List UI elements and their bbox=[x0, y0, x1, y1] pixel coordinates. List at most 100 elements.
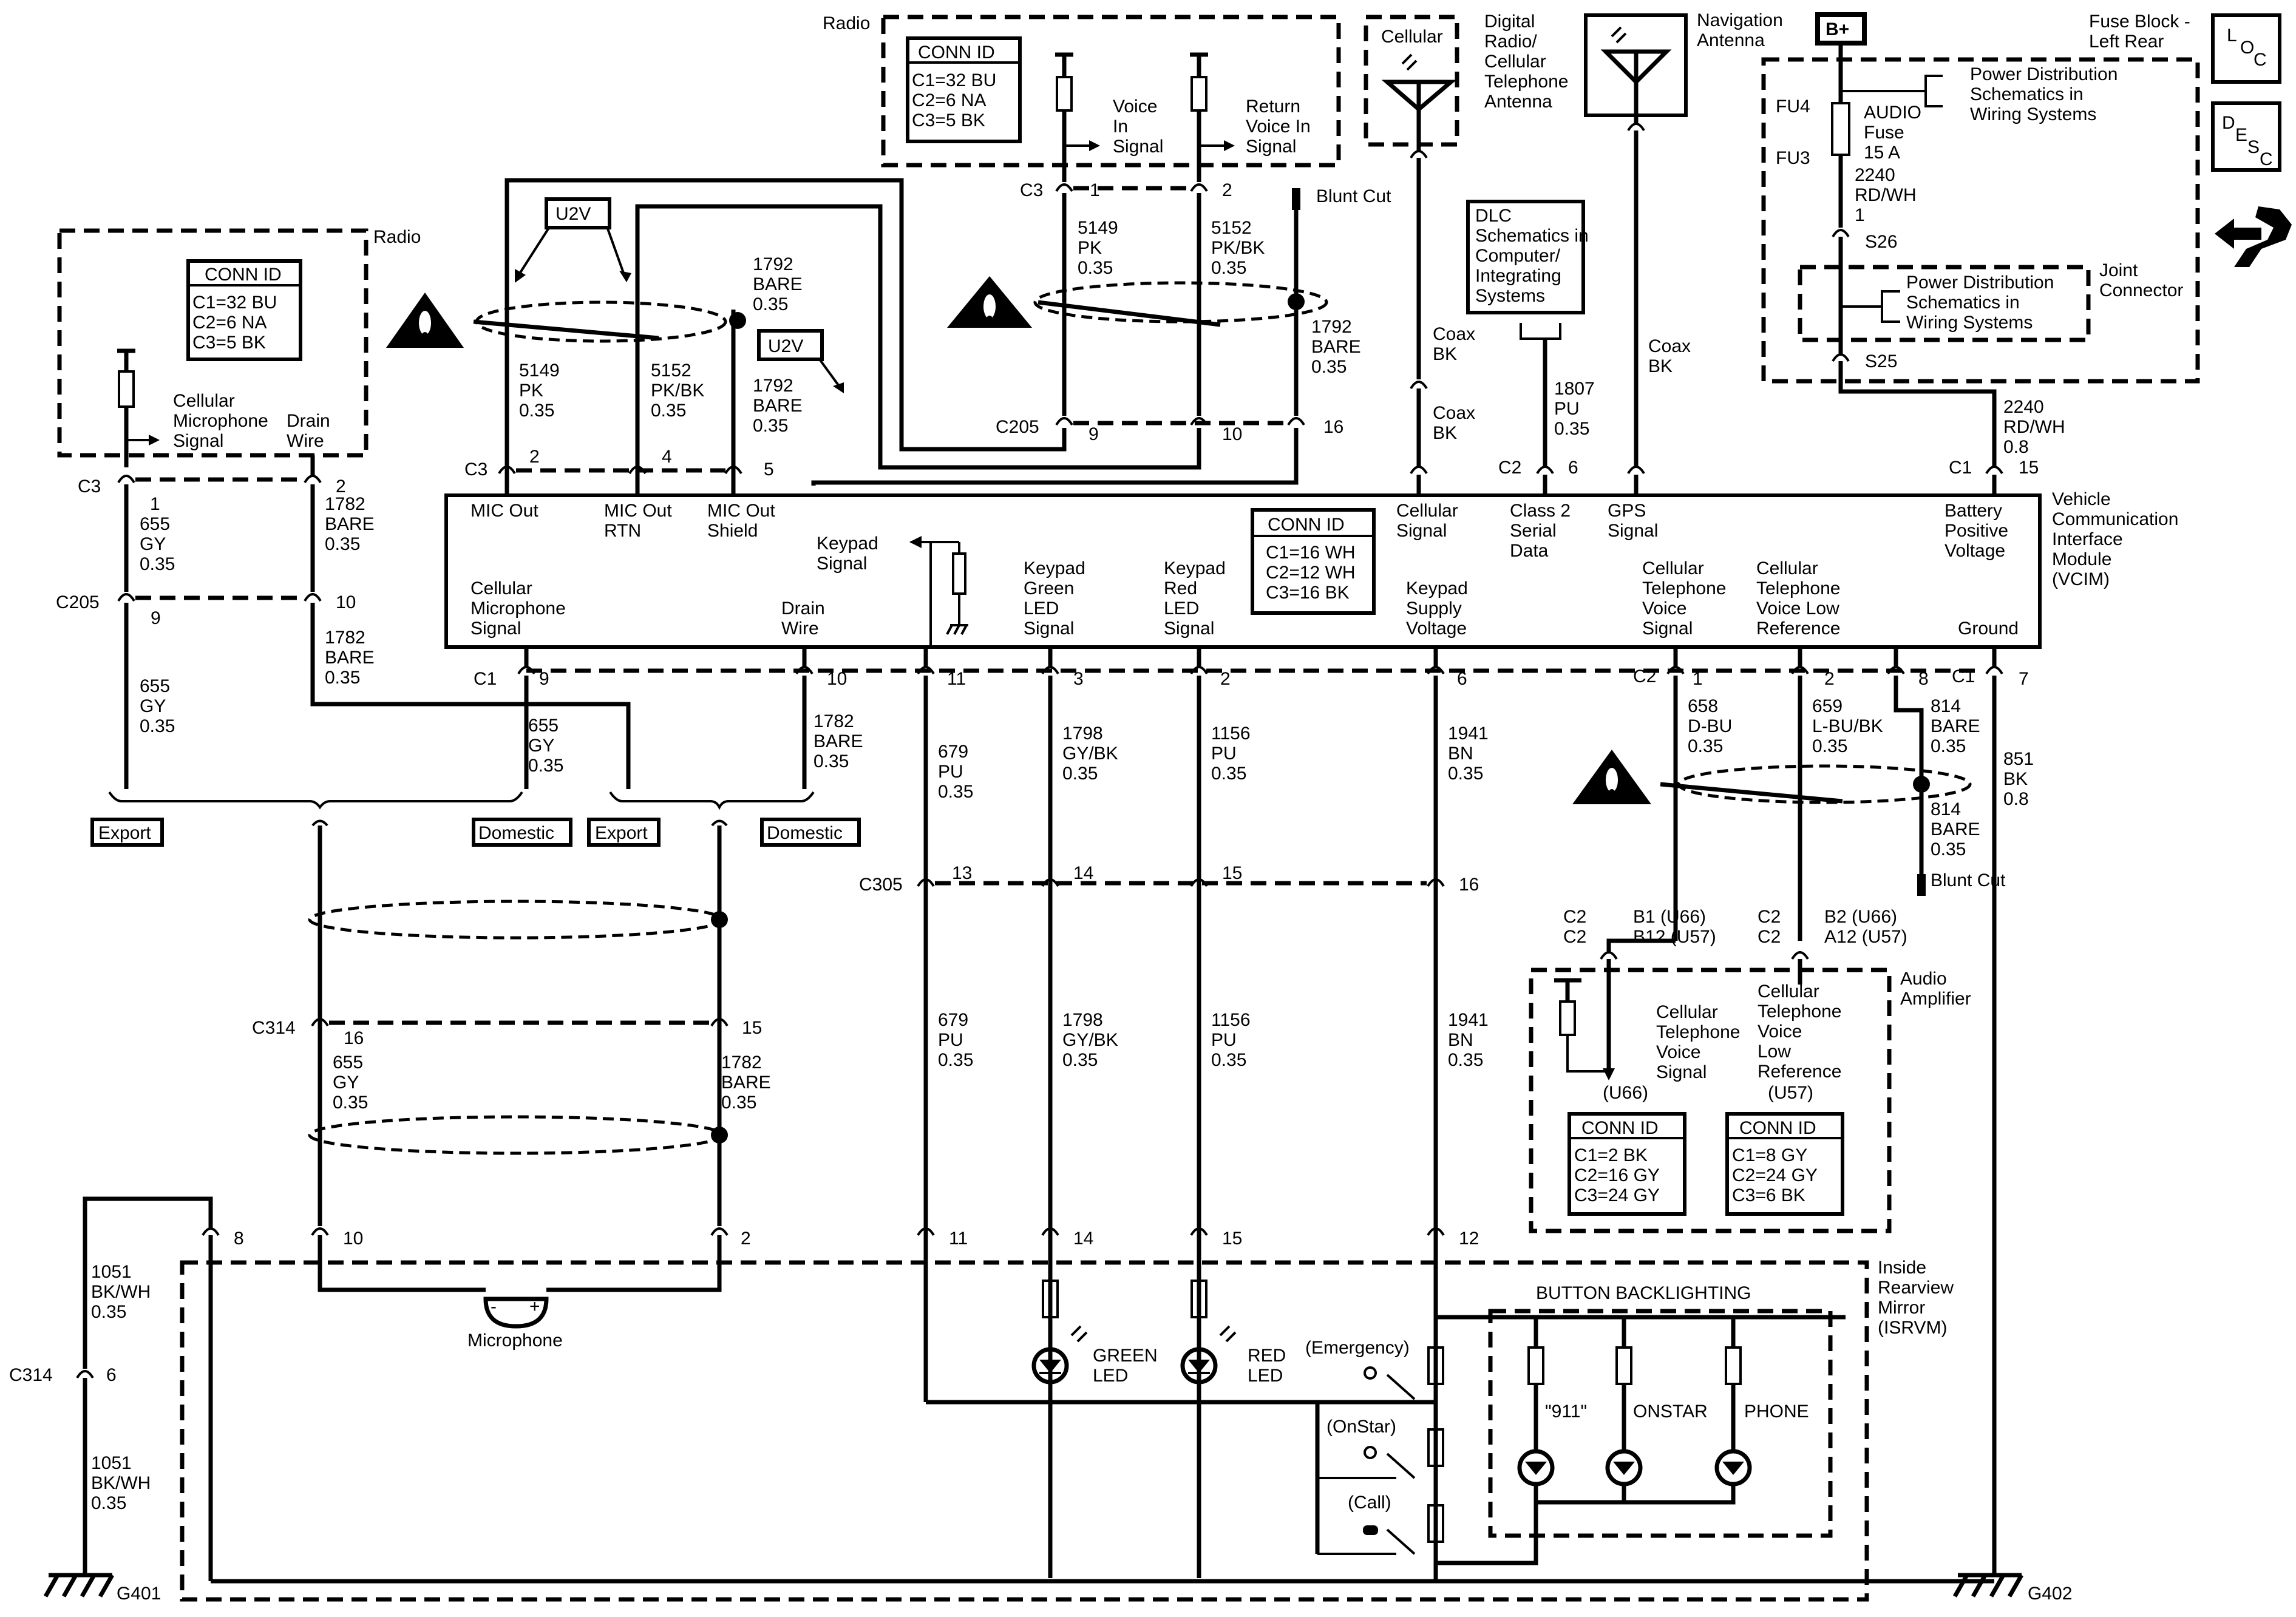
vcim-bottom-labels: Cellular Microphone Signal Drain Wire Ke… bbox=[470, 558, 2019, 639]
svg-text:6: 6 bbox=[1457, 669, 1467, 689]
svg-text:12: 12 bbox=[1459, 1229, 1479, 1249]
ground-g402: 851 BK 0.8 G402 bbox=[1952, 676, 2072, 1604]
svg-text:1941: 1941 bbox=[1448, 724, 1489, 744]
audio-amplifier: C2 C2 B1 (U66) B12 (U57) C2 C2 B2 (U66) … bbox=[1529, 907, 1971, 1233]
svg-text:C2=24 GY: C2=24 GY bbox=[1732, 1165, 1818, 1185]
svg-text:0.35: 0.35 bbox=[333, 1093, 368, 1113]
svg-text:5149: 5149 bbox=[519, 361, 560, 381]
keypad-signal: Keypad Signal bbox=[817, 534, 968, 647]
svg-text:Wiring Systems: Wiring Systems bbox=[1906, 313, 2033, 333]
c205-left-connector: C205 9 10 bbox=[56, 592, 356, 628]
svg-text:C2=6 NA: C2=6 NA bbox=[192, 313, 267, 333]
cellular-coax: Coax BK Coax BK bbox=[1410, 150, 1475, 495]
u2v-label-right: U2V bbox=[757, 329, 844, 393]
svg-text:0.35: 0.35 bbox=[753, 294, 788, 314]
svg-text:BK: BK bbox=[1648, 356, 1673, 376]
svg-text:1798: 1798 bbox=[1062, 724, 1103, 744]
svg-text:Microphone: Microphone bbox=[467, 1331, 563, 1351]
svg-text:7: 7 bbox=[2019, 669, 2029, 689]
svg-text:1782: 1782 bbox=[325, 494, 365, 514]
svg-text:9: 9 bbox=[151, 608, 161, 628]
loc-icon: L O C bbox=[2211, 13, 2281, 84]
svg-text:Green: Green bbox=[1024, 578, 1074, 598]
cellular-antenna-box bbox=[1364, 15, 1459, 147]
isrvm-box bbox=[180, 1260, 1869, 1602]
svg-text:Voltage: Voltage bbox=[1944, 541, 2005, 561]
svg-text:Module: Module bbox=[2052, 549, 2111, 569]
svg-text:Signal: Signal bbox=[1113, 137, 1163, 157]
svg-text:0.35: 0.35 bbox=[753, 416, 788, 436]
svg-text:ONSTAR: ONSTAR bbox=[1633, 1402, 1708, 1422]
desc-icon: D E S C bbox=[2211, 101, 2281, 172]
return-voice-resistor: Return Voice In Signal bbox=[1190, 52, 1311, 182]
radio-top-box bbox=[881, 15, 1341, 168]
svg-text:C2: C2 bbox=[1758, 907, 1781, 927]
svg-text:C1=8 GY: C1=8 GY bbox=[1732, 1145, 1807, 1165]
svg-text:814: 814 bbox=[1931, 696, 1961, 716]
svg-text:Class 2: Class 2 bbox=[1510, 501, 1571, 521]
svg-text:1: 1 bbox=[1693, 669, 1703, 689]
svg-text:Voice: Voice bbox=[1758, 1022, 1802, 1042]
svg-text:PK/BK: PK/BK bbox=[651, 381, 704, 401]
svg-text:Battery: Battery bbox=[1944, 501, 2002, 521]
svg-text:Wire: Wire bbox=[781, 619, 819, 639]
keypad-switches: (Emergency) (OnStar) (Call) bbox=[1305, 1235, 1846, 1555]
svg-text:Fuse Block -: Fuse Block - bbox=[2089, 12, 2190, 32]
svg-text:CONN ID: CONN ID bbox=[918, 42, 995, 63]
svg-text:C3: C3 bbox=[78, 476, 101, 497]
svg-text:2240: 2240 bbox=[2003, 397, 2044, 417]
vcim-top-wire-labels: 5149 PK 0.35 5152 PK/BK 0.35 1792 BARE 0… bbox=[519, 254, 803, 436]
svg-text:Microphone: Microphone bbox=[470, 598, 566, 619]
svg-text:BARE: BARE bbox=[1311, 337, 1361, 357]
svg-text:814: 814 bbox=[1931, 799, 1961, 819]
svg-text:RTN: RTN bbox=[604, 521, 641, 541]
svg-text:Digital: Digital bbox=[1484, 12, 1535, 32]
svg-text:Schematics in: Schematics in bbox=[1475, 226, 1589, 246]
left-wires-lower: 655 GY 0.35 1782 BARE 0.35 bbox=[124, 603, 631, 789]
svg-text:14: 14 bbox=[1073, 863, 1093, 883]
svg-text:C205: C205 bbox=[56, 592, 100, 612]
svg-text:1807: 1807 bbox=[1554, 379, 1595, 399]
svg-text:1: 1 bbox=[1855, 205, 1865, 225]
svg-text:B+: B+ bbox=[1826, 19, 1849, 39]
radio-left-title: Radio bbox=[373, 227, 421, 247]
svg-text:Data: Data bbox=[1510, 541, 1549, 561]
svg-text:CONN ID: CONN ID bbox=[1268, 515, 1345, 535]
svg-text:Signal: Signal bbox=[1656, 1062, 1707, 1082]
svg-text:Keypad: Keypad bbox=[817, 534, 878, 554]
svg-text:C3: C3 bbox=[464, 459, 487, 480]
svg-text:1051: 1051 bbox=[91, 1262, 132, 1282]
blunt-cut-top: Blunt Cut 1792 BARE 0.35 bbox=[1288, 186, 1391, 416]
svg-text:GY: GY bbox=[140, 534, 166, 554]
svg-text:GY/BK: GY/BK bbox=[1062, 744, 1118, 764]
vcim-conn-id: CONN ID C1=16 WH C2=12 WH C3=16 BK bbox=[1251, 508, 1376, 615]
svg-text:C2=6 NA: C2=6 NA bbox=[912, 90, 987, 110]
svg-text:FU3: FU3 bbox=[1776, 148, 1810, 168]
svg-text:4: 4 bbox=[662, 447, 672, 467]
svg-text:Low: Low bbox=[1758, 1042, 1791, 1062]
c2-vcim-bottom-wires: 658 D-BU 0.35 659 L-BU/BK 0.35 814 BARE … bbox=[1572, 676, 2006, 941]
svg-text:CONN ID: CONN ID bbox=[1739, 1118, 1816, 1138]
svg-text:5152: 5152 bbox=[651, 361, 691, 381]
wire-655-vcim: 655 GY 0.35 bbox=[524, 676, 628, 789]
svg-text:10: 10 bbox=[336, 592, 356, 612]
svg-text:BARE: BARE bbox=[1931, 819, 1980, 839]
svg-text:2240: 2240 bbox=[1855, 165, 1895, 185]
u2v-label-left: U2V bbox=[515, 197, 631, 283]
svg-text:0.35: 0.35 bbox=[1554, 419, 1589, 439]
svg-text:1792: 1792 bbox=[753, 376, 793, 396]
svg-text:Cellular: Cellular bbox=[1484, 52, 1546, 72]
svg-text:RD/WH: RD/WH bbox=[1855, 185, 1917, 205]
svg-text:FU4: FU4 bbox=[1776, 97, 1810, 117]
svg-text:Telephone: Telephone bbox=[1656, 1022, 1740, 1042]
svg-text:0.35: 0.35 bbox=[1211, 764, 1246, 784]
svg-text:PK: PK bbox=[519, 381, 543, 401]
svg-text:LED: LED bbox=[1248, 1366, 1283, 1386]
c3-left-connector: C3 1 2 bbox=[78, 475, 346, 514]
wire-1782-vcim: 1782 BARE 0.35 bbox=[802, 676, 863, 789]
svg-text:BARE: BARE bbox=[753, 396, 803, 416]
svg-text:8: 8 bbox=[234, 1229, 244, 1249]
warning-icon-top bbox=[947, 276, 1032, 328]
button-backlighting-title: BUTTON BACKLIGHTING bbox=[1536, 1283, 1751, 1303]
